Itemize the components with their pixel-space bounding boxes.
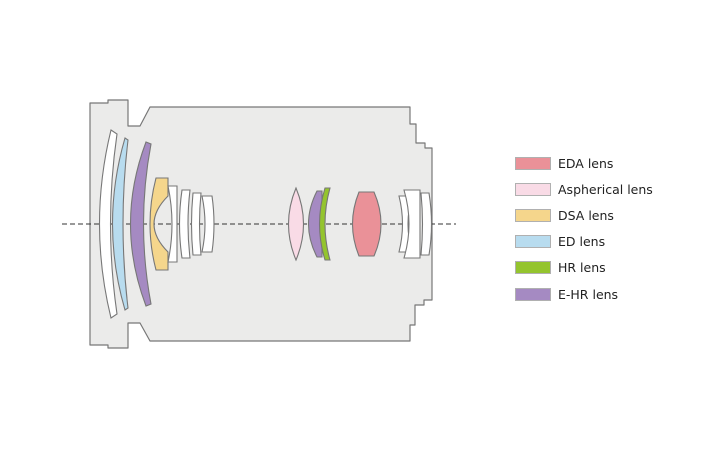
- legend-item-aspherical: Aspherical lens: [515, 176, 653, 202]
- legend-item-dsa: DSA lens: [515, 202, 653, 228]
- lens-element-7: [403, 189, 421, 259]
- legend-label-dsa: DSA lens: [558, 207, 614, 223]
- legend-label-aspherical: Aspherical lens: [558, 181, 653, 197]
- legend-swatch-ed: [515, 235, 551, 249]
- legend-swatch-eda: [515, 156, 551, 170]
- lens-element-3: [178, 189, 191, 259]
- legend-label-hr: HR lens: [558, 260, 606, 276]
- lens-element-ed: [111, 137, 129, 311]
- legend-swatch-hr: [515, 261, 551, 275]
- legend-item-eda: EDA lens: [515, 150, 653, 176]
- lens-element-ehr-2: [308, 190, 323, 258]
- legend-label-ehr: E-HR lens: [558, 286, 619, 302]
- lens-element-aspherical: [288, 186, 304, 262]
- lens-element-hr: [319, 187, 331, 261]
- lens-element-1: [98, 129, 118, 319]
- lens-barrel: [89, 99, 433, 349]
- lens-element-5: [201, 195, 215, 253]
- legend-swatch-ehr: [515, 287, 551, 301]
- legend-swatch-dsa: [515, 208, 551, 222]
- lens-element-8: [420, 192, 433, 256]
- legend-swatch-aspherical: [515, 182, 551, 196]
- legend-item-ed: ED lens: [515, 229, 653, 255]
- lens-element-eda: [352, 191, 382, 257]
- legend-label-eda: EDA lens: [558, 155, 614, 171]
- legend-label-ed: ED lens: [558, 234, 606, 250]
- legend: EDA lens Aspherical lens DSA lens ED len…: [515, 150, 653, 307]
- legend-item-hr: HR lens: [515, 255, 653, 281]
- legend-item-ehr: E-HR lens: [515, 281, 653, 307]
- lens-element-ehr: [129, 141, 152, 307]
- lens-element-2: [167, 185, 178, 263]
- lens-element-4: [190, 192, 202, 256]
